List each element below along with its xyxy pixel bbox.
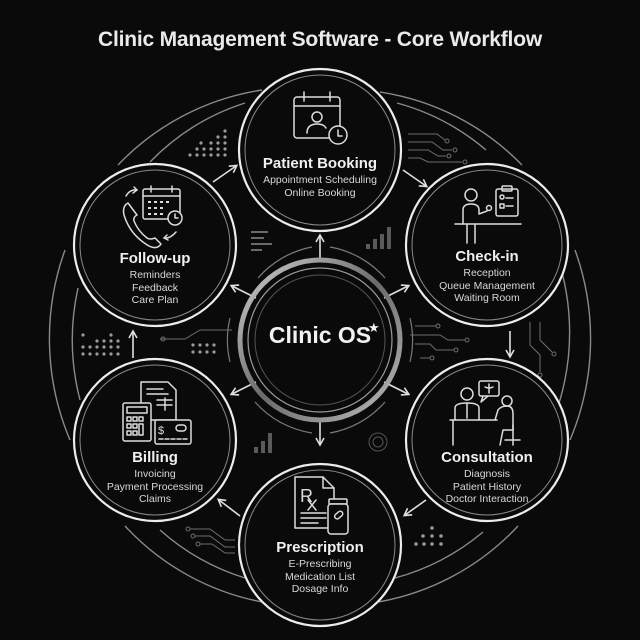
calendar-dots	[148, 201, 169, 215]
node-item: E-Prescribing	[288, 558, 352, 570]
rx-bottle-icon: R	[294, 476, 349, 535]
node-item: Reminders	[129, 269, 181, 281]
calculator-invoice-card-icon: $	[122, 381, 192, 445]
star-icon: ★	[368, 320, 380, 335]
node-patient-booking: Patient Booking Appointment Scheduling O…	[237, 67, 403, 233]
node-item: Care Plan	[131, 294, 179, 306]
page-title: Clinic Management Software - Core Workfl…	[98, 28, 542, 51]
node-title: Check-in	[455, 248, 519, 265]
flow-arrows	[128, 164, 515, 517]
node-item: Queue Management	[439, 279, 535, 292]
doctor-patient-icon	[449, 380, 521, 446]
node-title: Consultation	[441, 449, 533, 466]
node-item: Feedback	[131, 281, 179, 294]
node-title: Follow-up	[119, 250, 191, 267]
node-item: Claims	[138, 493, 172, 505]
node-item: Online Booking	[284, 186, 356, 199]
node-title: Patient Booking	[262, 155, 378, 172]
node-billing: Billing Invoicing Payment Processing Cla…	[72, 357, 238, 523]
node-item: Doctor Interaction	[445, 493, 529, 505]
node-rings	[72, 67, 570, 628]
phone-calendar-icon	[122, 185, 183, 249]
node-check-in: Check-in Reception Queue Management Wait…	[404, 162, 570, 328]
node-item: Dosage Info	[291, 583, 349, 595]
node-item: Invoicing	[134, 468, 176, 480]
node-item: Reception	[463, 267, 511, 279]
bar-decor	[254, 227, 391, 453]
node-prescription: Prescription E-Prescribing Medication Li…	[237, 462, 403, 628]
node-item: Diagnosis	[463, 468, 511, 480]
node-item: Appointment Scheduling	[263, 174, 377, 186]
node-item: Waiting Room	[454, 292, 520, 304]
hub-label: Clinic OS	[268, 322, 372, 348]
node-follow-up: Follow-up Reminders Feedback Care Plan	[72, 162, 238, 328]
hub-rings	[237, 257, 403, 423]
dot-decor	[81, 129, 443, 546]
svg-text:$: $	[158, 425, 164, 437]
calendar-person-clock-icon	[293, 91, 348, 145]
node-item: Patient History	[452, 480, 522, 493]
node-item: Payment Processing	[106, 480, 204, 493]
node-title: Billing	[132, 449, 178, 466]
node-item: Medication List	[284, 570, 356, 583]
node-consultation: Consultation Diagnosis Patient History D…	[404, 357, 570, 523]
node-title: Prescription	[276, 539, 364, 556]
reception-clipboard-icon	[454, 185, 522, 244]
